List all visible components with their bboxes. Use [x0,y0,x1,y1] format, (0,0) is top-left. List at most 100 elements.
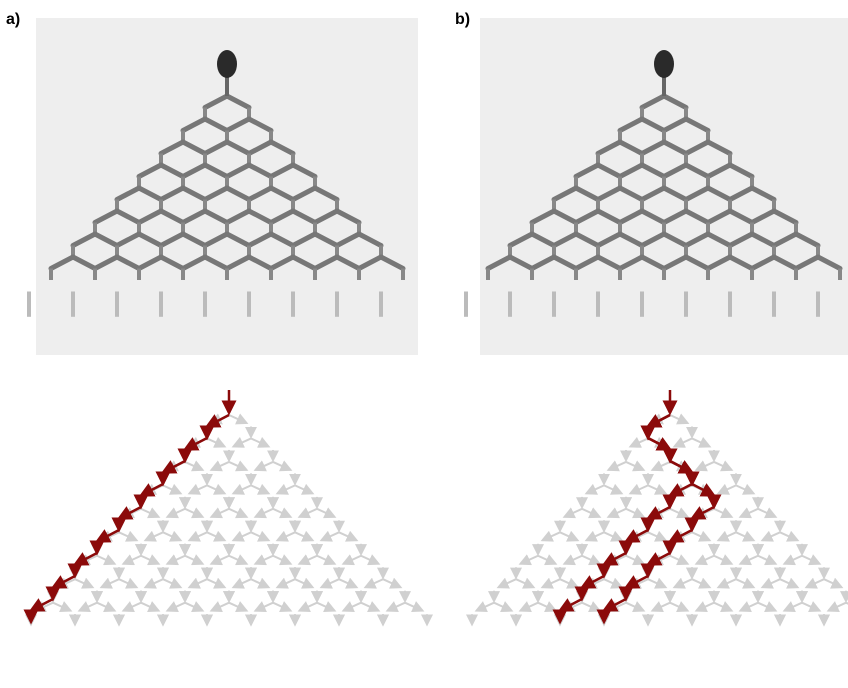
panel-label-a: a) [6,11,20,28]
bond [246,208,274,225]
bond [312,231,340,248]
bond [246,185,274,202]
bond [70,231,98,248]
bond [246,254,274,271]
arrow-icon [757,601,778,613]
path-arrow-icon [601,551,627,566]
bond [661,231,689,248]
bond [224,93,252,110]
bond [639,116,667,133]
arrow-icon [628,483,649,495]
panel-label-b: b) [455,11,470,28]
bond [312,208,340,225]
bond [268,185,296,202]
bond [158,185,186,202]
arrow-icon [231,577,252,589]
bond [573,254,601,271]
arrow-icon [782,601,803,613]
path-arrow-icon [72,551,98,566]
arrow-icon [537,554,558,566]
bond [639,139,667,156]
bond [617,254,645,271]
arrow-icon [713,554,734,566]
arrow-diagram-a [23,390,433,627]
arrow-icon [250,530,271,542]
arrow-icon [165,554,186,566]
bond [136,254,164,271]
arrow-icon [99,577,120,589]
arrow-icon [187,577,208,589]
photo-bonds [464,76,843,317]
arrow-icon [297,507,318,519]
bond [573,162,601,179]
bond [639,185,667,202]
arrow-icon [206,483,227,495]
arrow-icon [231,483,252,495]
arrow-icon [187,483,208,495]
bond [70,254,98,271]
arrow-icon [294,483,315,495]
arrow-icon [625,460,646,472]
arrow-icon [209,601,230,613]
bond [727,254,755,271]
arrow-icon [209,460,230,472]
bond [485,254,513,271]
arrow-icon [96,554,117,566]
arrow-icon [672,577,693,589]
bond [573,231,601,248]
bond [771,208,799,225]
bond [749,231,777,248]
arrow-icon [625,554,646,566]
arrow-icon [184,554,205,566]
arrow-icon [209,507,230,519]
bond [771,231,799,248]
bond [749,208,777,225]
arrow-icon [143,577,164,589]
path-arrow-icon [623,528,649,543]
bond [224,208,252,225]
arrow-icon [694,601,715,613]
arrow-icon [782,554,803,566]
arrow-icon [801,554,822,566]
bond [202,162,230,179]
bond [136,185,164,202]
bond [595,208,623,225]
arrow-icon [647,483,668,495]
arrow-icon [540,577,561,589]
arrow-icon [694,460,715,472]
bond [661,116,689,133]
bond [705,231,733,248]
bond [617,162,645,179]
arrow-icon [121,601,142,613]
arrow-icon [603,483,624,495]
arrow-icon [694,554,715,566]
arrow-icon [250,483,271,495]
arrow-icon [206,577,227,589]
arrow-icon [650,460,671,472]
arrow-icon [228,507,249,519]
arrow-icon [562,507,583,519]
arrow-icon [121,554,142,566]
arrow-icon [779,530,800,542]
bond [639,208,667,225]
bond [268,231,296,248]
bond [639,254,667,271]
arrow-icon [537,601,558,613]
bond [92,231,120,248]
arrow-icon [518,554,539,566]
bond [507,254,535,271]
arrow-icon [584,530,605,542]
arrow-icon [716,577,737,589]
ball-icon [217,50,237,78]
path-arrow-icon [160,459,186,474]
arrow-icon [297,554,318,566]
photo-panel-b [464,18,848,355]
arrow-icon [760,530,781,542]
bond [202,139,230,156]
arrow-icon [716,530,737,542]
arrow-icon [228,601,249,613]
arrow-icon [581,554,602,566]
bond [683,208,711,225]
arrow-icon [669,413,690,425]
arrow-icon [272,601,293,613]
